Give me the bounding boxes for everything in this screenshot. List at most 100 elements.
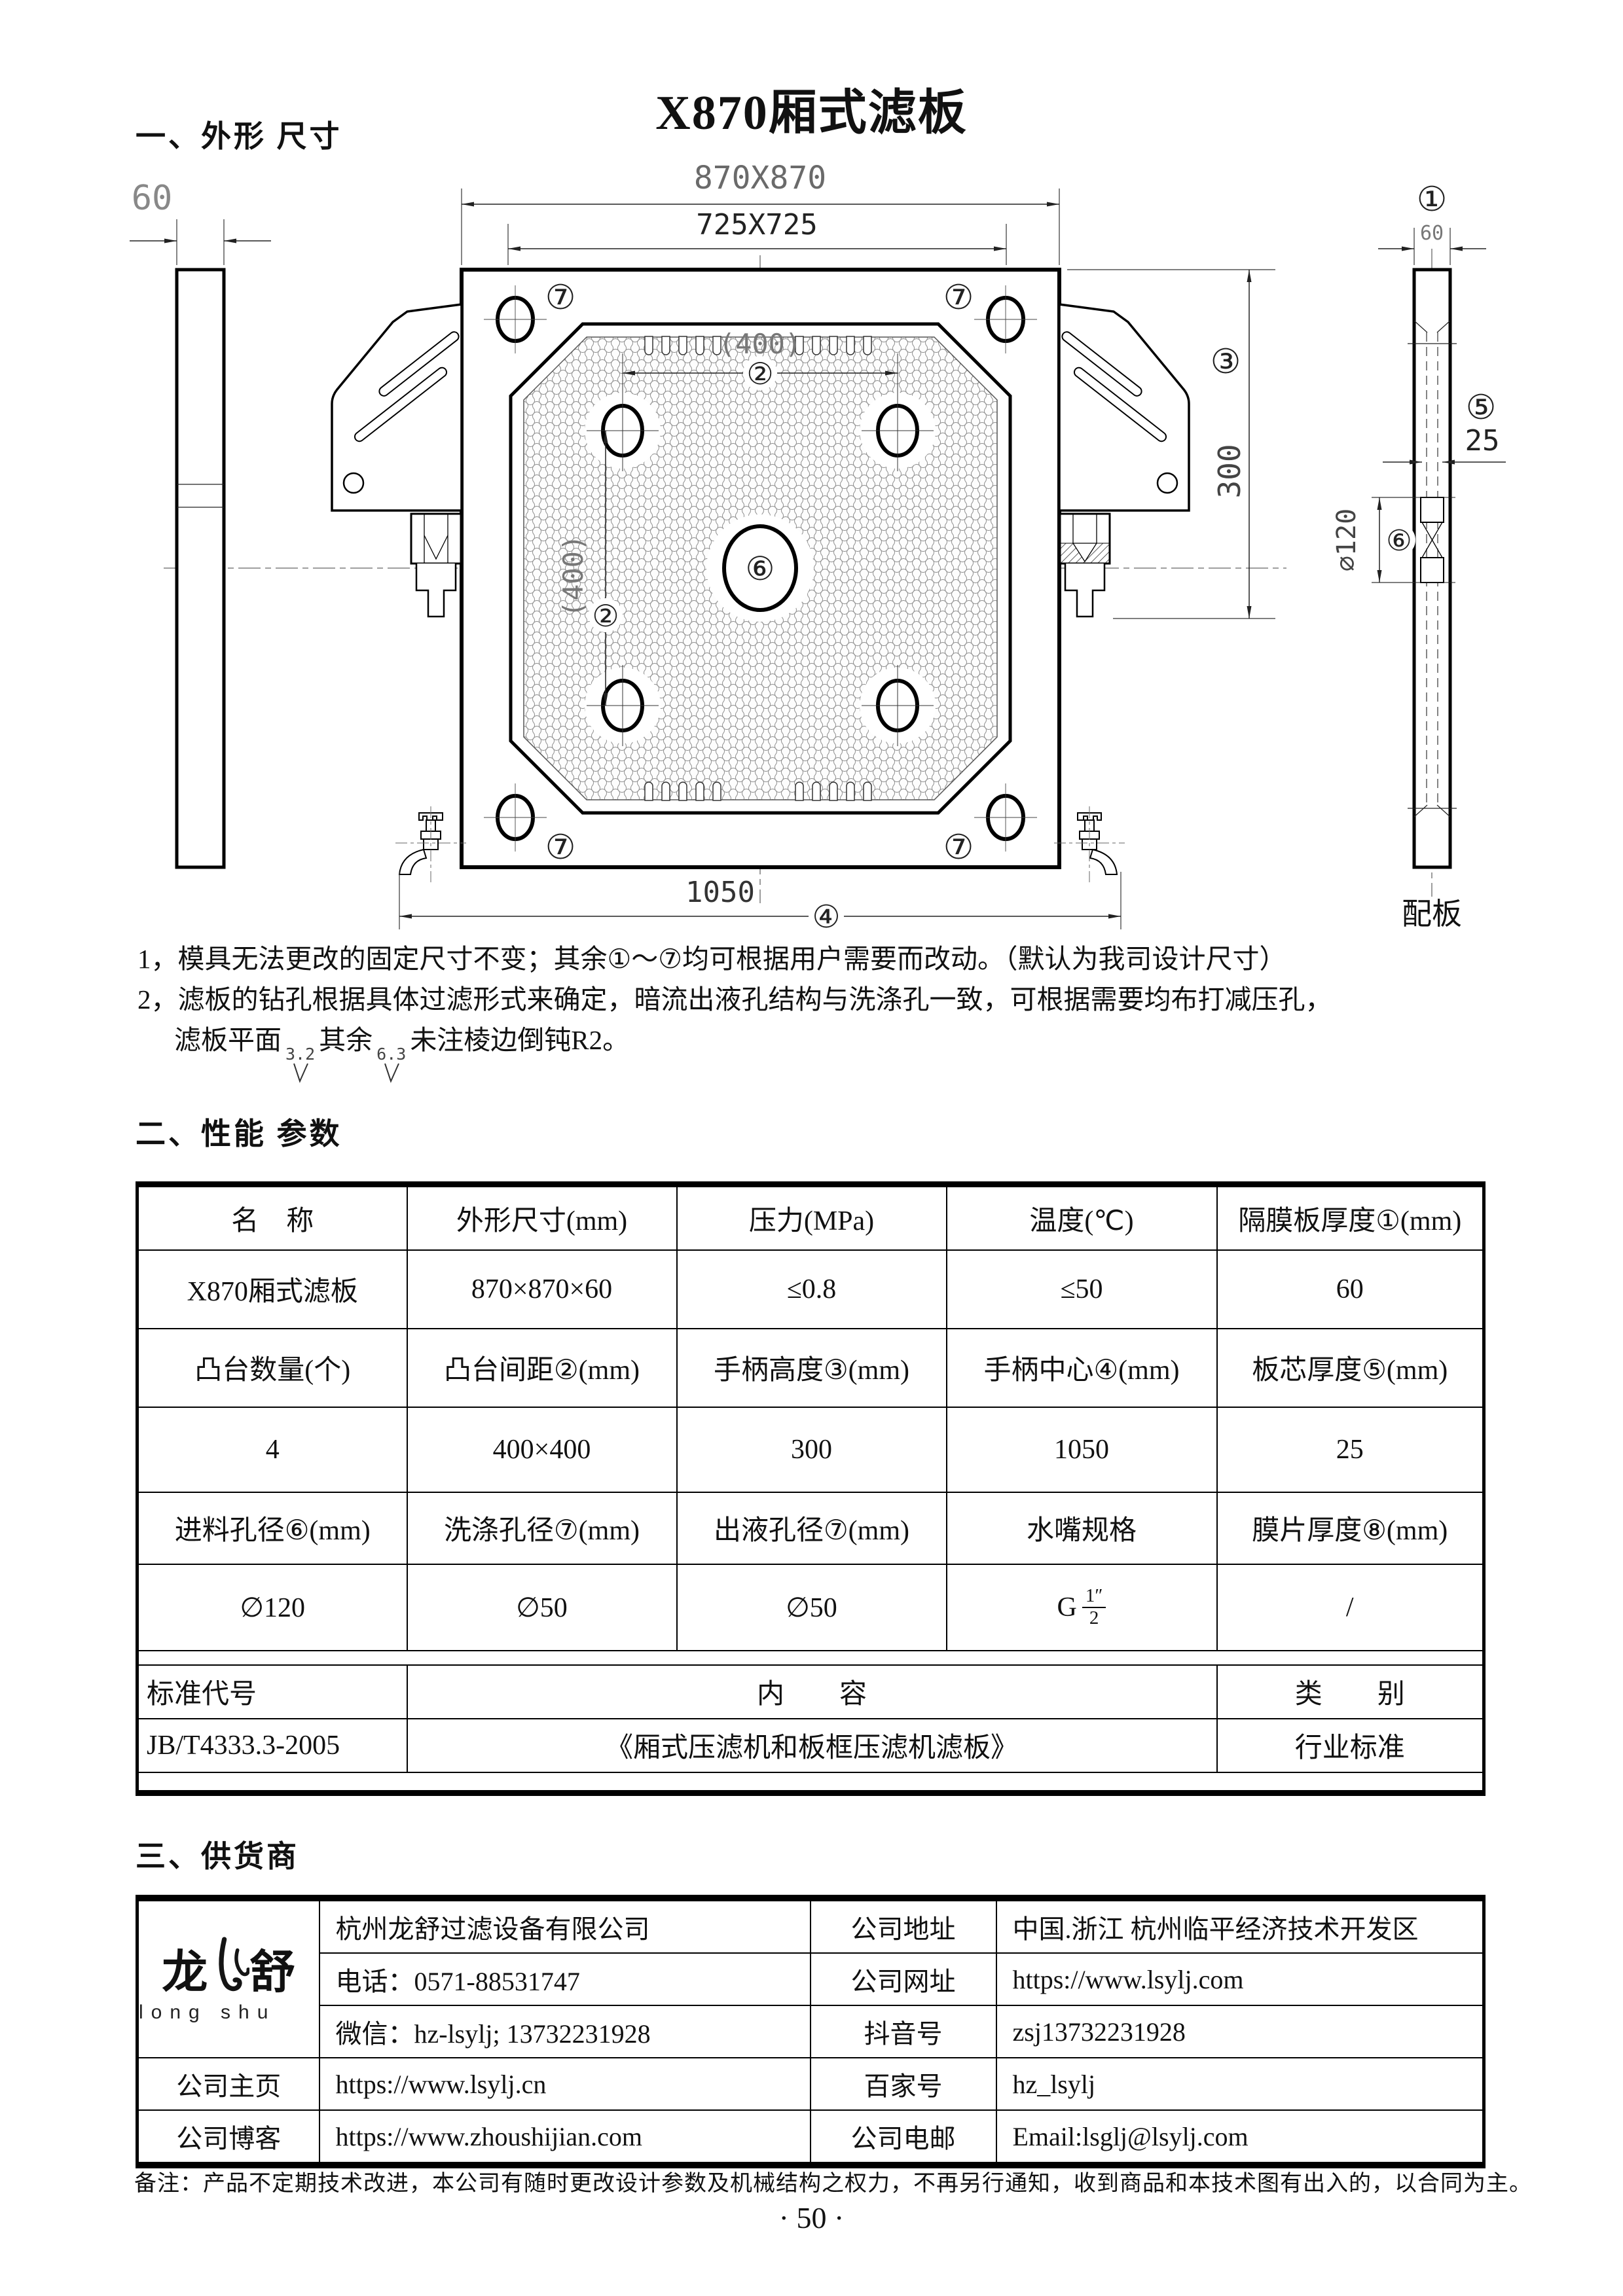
left-tap [395, 806, 466, 882]
perf-v-standard-content: 《厢式压滤机和板框压滤机滤板》 [406, 1717, 1218, 1773]
perf-v-membrane: 60 [1216, 1249, 1485, 1329]
perf-h-pressure: 压力(MPa) [676, 1183, 947, 1251]
table-row: 名 称 外形尺寸(mm) 压力(MPa) 温度(℃) 隔膜板厚度①(mm) [136, 1183, 1485, 1251]
perf-h-boss-pitch: 凸台间距②(mm) [406, 1327, 678, 1408]
outline-drawing: 60 [130, 160, 1506, 935]
value-homepage: https://www.lsylj.cn [318, 2057, 811, 2111]
dim-300-label: 300 [1212, 444, 1247, 498]
label-4: ④ [812, 899, 840, 935]
dim-d120-label: ∅120 [1332, 509, 1362, 571]
value-company-address: 中国.浙江 杭州临平经济技术开发区 [995, 1897, 1485, 1954]
perf-h-handle-center: 手柄中心④(mm) [945, 1327, 1218, 1408]
feed-hole [722, 524, 798, 612]
perf-v-handle-height: 300 [676, 1406, 947, 1493]
perf-v-core-thickness: 25 [1216, 1406, 1485, 1493]
value-company-website: https://www.lsylj.com [995, 1952, 1485, 2006]
supplier-table: 龙 舒 long shu 杭州龙舒过滤设备有限公司 公司地址 中国.浙江 杭州临… [136, 1895, 1486, 2168]
value-baijiahao: hz_lsylj [995, 2057, 1485, 2111]
spacer-cell [136, 1771, 1485, 1794]
right-tap [1054, 806, 1125, 882]
perf-h-membrane: 隔膜板厚度①(mm) [1216, 1183, 1485, 1251]
page-title: X870厢式滤板 [655, 86, 968, 140]
perf-h-standard-content: 内 容 [406, 1664, 1218, 1719]
perf-h-boss-count: 凸台数量(个) [136, 1327, 408, 1408]
table-row: 微信：hz-lsylj; 13732231928 抖音号 zsj13732231… [137, 2005, 1485, 2058]
label-2-horizontal: ② [746, 356, 773, 391]
note-1: 1，模具无法更改的固定尺寸不变；其余①～⑦均可根据用户需要而改动。（默认为我司设… [137, 944, 1286, 974]
perf-v-handle-center: 1050 [945, 1406, 1218, 1493]
dim-60-side-label: 60 [1420, 222, 1444, 245]
perf-v-diaphragm: / [1216, 1563, 1485, 1651]
drainage-teeth [644, 336, 872, 801]
company-wechat: 微信：hz-lsylj; 13732231928 [318, 2005, 811, 2058]
spacer-cell [136, 1649, 1485, 1666]
table-row: 公司主页 https://www.lsylj.cn 百家号 hz_lsylj [136, 2057, 1485, 2111]
perf-v-size: 870×870×60 [406, 1249, 678, 1329]
performance-table: 名 称 外形尺寸(mm) 压力(MPa) 温度(℃) 隔膜板厚度①(mm) X8… [136, 1181, 1486, 1796]
left-side-view: 60 [130, 179, 271, 869]
table-row: 公司博客 https://www.zhoushijian.com 公司电邮 Em… [136, 2109, 1485, 2166]
dim-400h-label: (400) [719, 328, 801, 360]
perf-h-outlet-hole: 出液孔径⑦(mm) [676, 1491, 947, 1565]
perf-h-diaphragm: 膜片厚度⑧(mm) [1216, 1491, 1485, 1565]
label-3: ③ [1211, 342, 1241, 382]
value-email: Email:lsglj@lsylj.com [995, 2109, 1485, 2166]
perf-v-pressure: ≤0.8 [676, 1249, 947, 1329]
company-name: 杭州龙舒过滤设备有限公司 [318, 1897, 811, 1954]
dim-870: 870X870 [461, 160, 1060, 265]
note-2: 2，滤板的钻孔根据具体过滤形式来确定，暗流出液孔结构与洗涤孔一致，可根据需要均布… [137, 984, 1332, 1014]
dim-400-vertical: (400) ② [557, 431, 623, 706]
table-row: 凸台数量(个) 凸台间距②(mm) 手柄高度③(mm) 手柄中心④(mm) 板芯… [136, 1327, 1485, 1408]
spacer-row [136, 1771, 1485, 1794]
table-row: 4 400×400 300 1050 25 [136, 1406, 1485, 1493]
dim-60-left-label: 60 [132, 179, 173, 218]
label-1: ① [1417, 180, 1448, 219]
perf-v-standard-code: JB/T4333.3-2005 [136, 1717, 408, 1773]
left-handle [331, 303, 463, 618]
dim-870-label: 870X870 [694, 160, 826, 196]
perf-h-core-thickness: 板芯厚度⑤(mm) [1216, 1327, 1485, 1408]
logo-latin-text: long shu [139, 2001, 276, 2023]
perf-h-temp: 温度(℃) [945, 1183, 1218, 1251]
label-homepage: 公司主页 [136, 2057, 320, 2111]
company-phone: 电话：0571-88531747 [318, 1952, 811, 2006]
perf-v-boss-count: 4 [136, 1406, 408, 1493]
perf-h-name: 名 称 [136, 1183, 408, 1251]
section-heading-dimensions: 一、外形 尺寸 [136, 120, 342, 153]
dim-725: 725X725 [507, 208, 1007, 265]
perf-v-feed-hole: ∅120 [136, 1563, 408, 1651]
plate-front-view: ⑥ ⑦ ⑦ ⑦ ⑦ [460, 268, 1061, 869]
label-5: ⑤ [1466, 388, 1497, 427]
company-logo: 龙 舒 long shu [136, 1897, 320, 2058]
perf-h-size: 外形尺寸(mm) [406, 1183, 678, 1251]
dim-400v-label: (400) [557, 535, 589, 617]
label-company-address: 公司地址 [809, 1897, 997, 1954]
dim-400-horizontal: (400) ② [623, 328, 898, 391]
label-douyin: 抖音号 [809, 2005, 997, 2058]
label-email: 公司电邮 [809, 2109, 997, 2166]
table-row: X870厢式滤板 870×870×60 ≤0.8 ≤50 60 [136, 1249, 1485, 1329]
dim-1050: 1050 ④ [399, 872, 1122, 935]
perf-h-nozzle-spec: 水嘴规格 [945, 1491, 1218, 1565]
dim-725-label: 725X725 [696, 208, 817, 242]
roughness-symbol-63: 6.3 [376, 1046, 406, 1083]
label-blog: 公司博客 [136, 2109, 320, 2166]
label-2-vertical: ② [592, 598, 619, 634]
label-7-tr: ⑦ [943, 278, 974, 317]
perf-h-standard-code: 标准代号 [136, 1664, 408, 1719]
dim-1050-label: 1050 [685, 876, 755, 909]
perf-v-name: X870厢式滤板 [136, 1249, 408, 1329]
perf-h-standard-class: 类 别 [1216, 1664, 1485, 1719]
table-row: JB/T4333.3-2005 《厢式压滤机和板框压滤机滤板》 行业标准 [136, 1717, 1485, 1773]
value-douyin: zsj13732231928 [995, 2005, 1485, 2058]
perf-v-boss-pitch: 400×400 [406, 1406, 678, 1493]
dim-25-label: 25 [1465, 424, 1500, 457]
table-row: 龙 舒 long shu 杭州龙舒过滤设备有限公司 公司地址 中国.浙江 杭州临… [136, 1897, 1485, 2058]
perf-v-temp: ≤50 [945, 1249, 1218, 1329]
footer-remark: 备注：产品不定期技术改进，本公司有随时更改设计参数及机械结构之权力，不再另行通知… [134, 2172, 1532, 2196]
label-6-side: ⑥ [1386, 524, 1412, 558]
section-heading-performance: 二、性能 参数 [136, 1117, 342, 1151]
